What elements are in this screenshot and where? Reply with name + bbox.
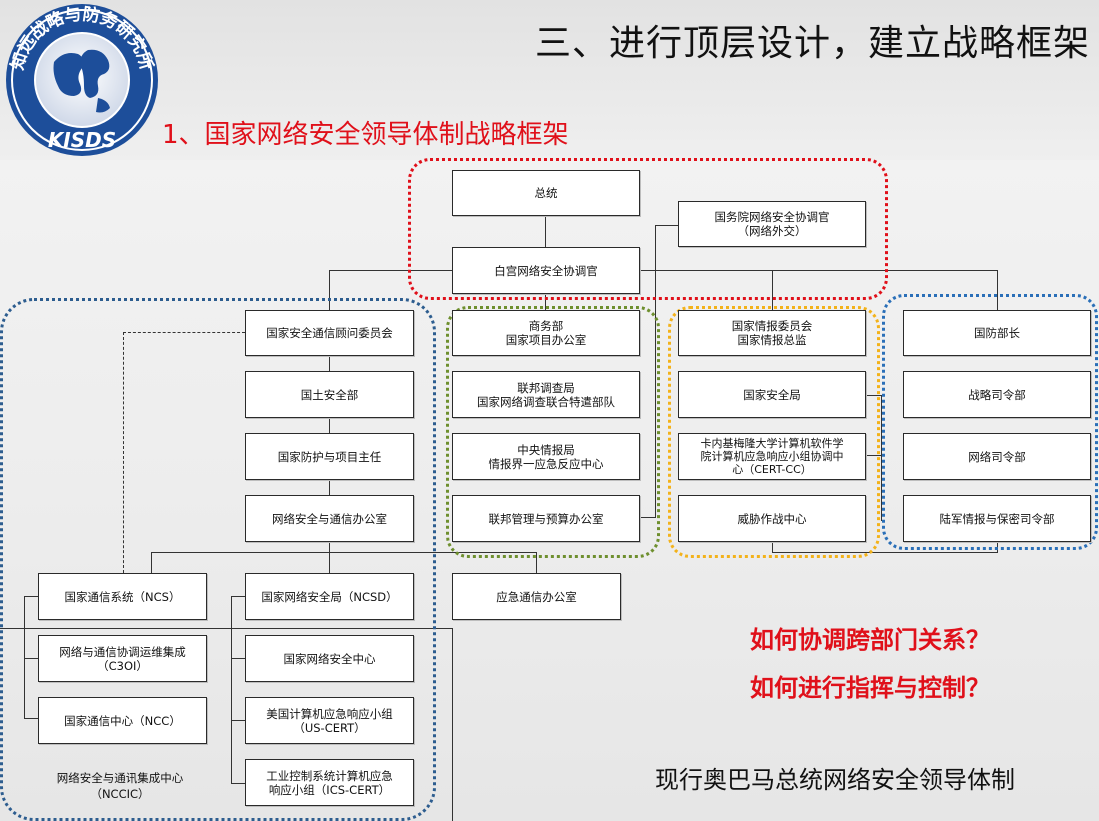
node-nstac: 国家安全通信顾问委员会 [245, 310, 414, 356]
connector [329, 356, 330, 371]
node-nppd: 国家防护与项目主任 [245, 433, 414, 480]
question-coordination: 如何协调跨部门关系？ [750, 626, 990, 654]
node-whitehouse-cyber-coordinator: 白宫网络安全协调官 [452, 247, 640, 294]
node-ncs: 国家通信系统（NCS） [38, 573, 207, 620]
node-omb: 联邦管理与预算办公室 [452, 495, 640, 542]
connector [329, 542, 330, 573]
node-stratcom: 战略司令部 [903, 371, 1091, 418]
connector [881, 395, 882, 521]
connector [866, 395, 881, 396]
figure-caption: 现行奥巴马总统网络安全领导体制 [655, 766, 1015, 794]
node-dni: 国家情报委员会 国家情报总监 [678, 310, 866, 356]
node-inscom: 陆军情报与保密司令部 [903, 495, 1091, 542]
kisds-logo: 知远战略与防务研究所 KISDS [6, 4, 158, 156]
node-president: 总统 [452, 170, 640, 216]
connector [24, 658, 38, 659]
connector [997, 270, 998, 310]
connector [772, 552, 998, 553]
node-ics-cert: 工业控制系统计算机应急 响应小组（ICS-CERT） [245, 759, 414, 806]
node-ncsc: 国家网络安全中心 [245, 635, 414, 682]
connector [24, 718, 38, 719]
node-commerce: 商务部 国家项目办公室 [452, 310, 640, 356]
connector [545, 294, 546, 310]
connector [655, 225, 656, 517]
node-dhs: 国土安全部 [245, 371, 414, 418]
connector [772, 270, 773, 310]
nccic-label: 网络安全与通讯集成中心 （NCCIC） [56, 771, 184, 801]
connector [151, 552, 152, 573]
node-ncc: 国家通信中心（NCC） [38, 697, 207, 744]
node-cia: 中央情报局 情报界一应急反应中心 [452, 433, 640, 480]
page-title: 三、进行顶层设计，建立战略框架 [534, 23, 1090, 64]
connector [452, 628, 453, 821]
connector [655, 225, 678, 226]
connector [772, 542, 773, 552]
node-c3oi: 网络与通信协调运维集成 （C3OI） [38, 635, 207, 682]
connector [329, 270, 330, 310]
connector [231, 596, 245, 597]
node-cybercom: 网络司令部 [903, 433, 1091, 480]
connector [231, 596, 232, 784]
connector [24, 596, 25, 718]
connector [231, 720, 245, 721]
dashed-connector [123, 332, 245, 333]
connector [545, 216, 546, 247]
connector [997, 542, 998, 552]
connector [640, 270, 997, 271]
connector [24, 596, 38, 597]
question-command-control: 如何进行指挥与控制？ [750, 674, 990, 702]
node-state-dept-coordinator: 国务院网络安全协调官 （网络外交） [678, 201, 866, 247]
connector [866, 455, 881, 456]
connector [329, 270, 452, 271]
connector [0, 628, 452, 629]
node-cs-c: 网络安全与通信办公室 [245, 495, 414, 542]
logo-text-bottom: KISDS [48, 128, 116, 152]
connector [329, 480, 330, 495]
node-cmu-cert-cc: 卡内基梅隆大学计算机软件学 院计算机应急响应小组协调中 心（CERT-CC） [678, 433, 866, 480]
node-oec: 应急通信办公室 [452, 573, 621, 620]
connector [231, 783, 245, 784]
node-fbi: 联邦调查局 国家网络调查联合特遣部队 [452, 371, 640, 418]
dashed-connector [123, 332, 124, 573]
node-nsa: 国家安全局 [678, 371, 866, 418]
connector [329, 418, 330, 433]
node-secdef: 国防部长 [903, 310, 1091, 356]
node-ttoc: 威胁作战中心 [678, 495, 866, 542]
connector [536, 552, 537, 573]
page-subtitle: 1、国家网络安全领导体制战略框架 [162, 120, 569, 150]
connector [151, 552, 537, 553]
node-ncsd: 国家网络安全局（NCSD） [245, 573, 414, 620]
node-us-cert: 美国计算机应急响应小组 （US-CERT） [245, 697, 414, 744]
header-band [0, 0, 1099, 160]
connector [231, 658, 245, 659]
connector [640, 517, 656, 518]
